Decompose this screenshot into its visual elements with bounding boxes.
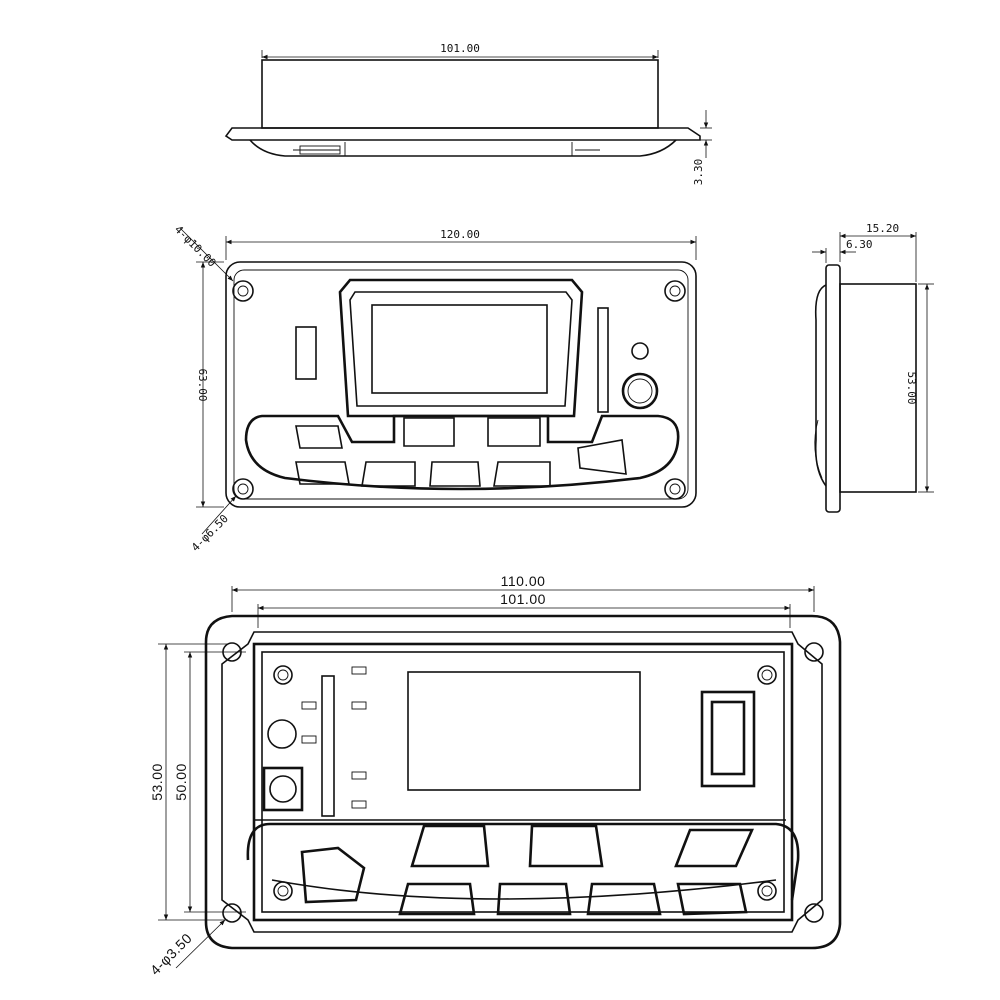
- front-button[interactable]: [493, 461, 551, 487]
- front-button[interactable]: [295, 425, 343, 449]
- dim-side-depth: 15.20: [866, 222, 899, 235]
- rear-button-panel: [246, 822, 800, 901]
- dim-rear-outer-width: 110.00: [501, 573, 546, 589]
- dim-side-flange: 6.30: [846, 238, 873, 251]
- front-button[interactable]: [487, 417, 541, 447]
- front-mount-holes: [232, 280, 686, 500]
- front-display-bezel: [338, 278, 584, 418]
- dim-rear-outer-height: 53.00: [149, 763, 165, 801]
- front-slide-switch[interactable]: [577, 439, 627, 475]
- front-button[interactable]: [429, 461, 481, 487]
- front-view: 120.00 63.00 4-φ10.00 4-φ6.50: [172, 223, 697, 554]
- rear-connector: [262, 766, 304, 812]
- rear-mount-holes: [222, 642, 824, 923]
- front-button[interactable]: [295, 461, 350, 485]
- dim-front-hole: 4-φ10.00: [172, 223, 219, 270]
- rear-button[interactable]: [676, 882, 748, 916]
- top-view-underside: [249, 139, 677, 157]
- rear-slide-switch[interactable]: [300, 846, 366, 904]
- front-buttons: [295, 417, 627, 487]
- dim-top-thickness: 3.30: [692, 159, 705, 186]
- rear-pin-header: [321, 675, 335, 817]
- rear-buttons: [300, 824, 755, 916]
- rear-led-icon: [267, 719, 297, 749]
- top-view: 101.00 3.30: [224, 42, 712, 186]
- rear-button[interactable]: [398, 882, 476, 916]
- rear-button[interactable]: [496, 882, 572, 916]
- rear-inner-frame: [252, 642, 794, 922]
- rear-button[interactable]: [586, 882, 662, 916]
- dim-rear-hole: 4-φ3.50: [147, 930, 195, 978]
- dim-side-height: 53.00: [905, 371, 918, 404]
- dim-top-width: 101.00: [440, 42, 480, 55]
- rear-button[interactable]: [528, 824, 604, 868]
- top-view-body: [261, 59, 659, 129]
- dim-front-width: 120.00: [440, 228, 480, 241]
- front-button[interactable]: [403, 417, 455, 447]
- rear-button[interactable]: [410, 824, 490, 868]
- dim-front-small-hole: 4-φ6.50: [189, 512, 231, 554]
- rear-pins: [301, 666, 367, 809]
- rear-display-window: [407, 671, 641, 791]
- dim-rear-inner-height: 50.00: [173, 763, 189, 801]
- front-button[interactable]: [361, 461, 416, 487]
- front-knob-icon: [621, 372, 659, 410]
- dim-rear-inner-width: 101.00: [500, 591, 546, 607]
- dim-front-height: 63.00: [196, 368, 209, 401]
- front-button-panel: [244, 414, 680, 491]
- front-display-window: [371, 304, 548, 394]
- rear-outer-frame: [204, 614, 842, 950]
- side-view-body: [839, 283, 917, 493]
- side-view: 15.20 6.30 53.00: [812, 222, 934, 513]
- side-view-flange: [825, 264, 841, 513]
- front-led-icon: [631, 342, 649, 360]
- front-outer-frame: [225, 261, 697, 508]
- rear-screw-bosses: [273, 665, 777, 901]
- front-left-slot: [295, 326, 317, 380]
- rear-usb-port: [700, 690, 756, 788]
- front-slider-slot: [597, 307, 609, 413]
- rear-view: 110.00 101.00 53.00 50.00 4-φ3.50: [147, 573, 842, 978]
- top-view-flange: [224, 127, 701, 141]
- rear-button[interactable]: [674, 828, 755, 868]
